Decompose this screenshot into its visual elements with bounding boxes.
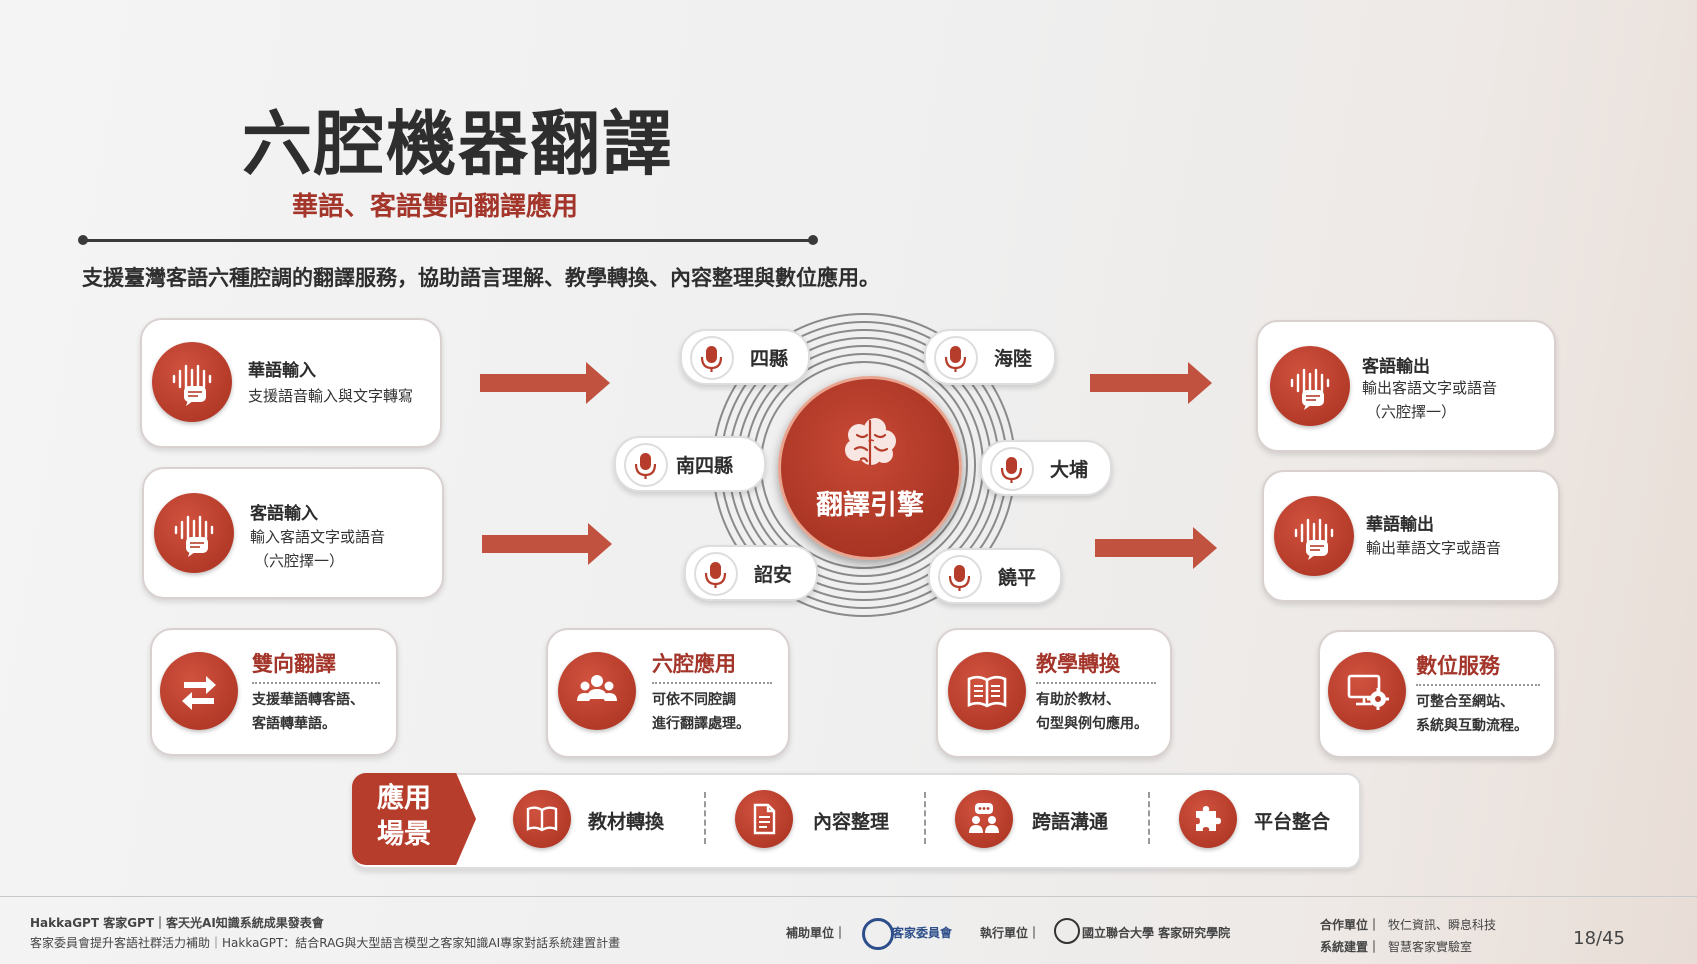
flow-arrow xyxy=(480,362,610,404)
voice-chat-icon xyxy=(1270,346,1350,426)
scenarios-tag: 應用 場景 xyxy=(352,773,476,865)
feature-title: 數位服務 xyxy=(1416,654,1500,678)
page-number: 18/45 xyxy=(1573,928,1625,949)
footer-sponsor-label: 補助單位｜ xyxy=(786,926,847,940)
footer-divider xyxy=(0,896,1697,897)
translation-engine: 翻譯引擎 xyxy=(778,376,962,560)
output-desc: 輸出華語文字或語音 xyxy=(1366,539,1502,557)
dialect-pill: 四縣 xyxy=(680,329,810,385)
scenario-label: 教材轉換 xyxy=(588,811,665,833)
feature-title: 六腔應用 xyxy=(652,652,736,676)
feature-divider xyxy=(1036,682,1156,684)
flow-arrow xyxy=(1095,527,1217,569)
page-title: 六腔機器翻譯 xyxy=(242,103,674,185)
open-book-icon xyxy=(948,652,1026,730)
feature-card-bidirectional: 雙向翻譯 支援華語轉客語、 客語轉華語。 xyxy=(150,628,398,756)
dialect-label: 四縣 xyxy=(750,348,789,370)
footer-executor-name: 國立聯合大學 客家研究學院 xyxy=(1082,926,1231,940)
voice-chat-icon xyxy=(152,342,232,422)
scenarios-tag-line: 場景 xyxy=(377,819,431,850)
engine-label: 翻譯引擎 xyxy=(816,490,924,521)
book-icon xyxy=(513,790,571,848)
feature-desc: 進行翻譯處理。 xyxy=(652,716,750,732)
monitor-gear-icon xyxy=(1328,652,1406,730)
feature-card-teaching: 教學轉換 有助於教材、 句型與例句應用。 xyxy=(936,628,1172,758)
footer-builder-label: 系統建置｜ xyxy=(1320,940,1381,954)
swap-arrows-icon xyxy=(160,652,238,730)
output-desc-note: （六腔擇一） xyxy=(1366,403,1457,421)
dialect-pill: 大埔 xyxy=(980,440,1112,496)
dialect-pill: 海陸 xyxy=(924,329,1056,385)
brain-icon xyxy=(845,418,896,467)
footer-partner-label: 合作單位｜ xyxy=(1320,918,1381,932)
group-people-icon xyxy=(558,652,636,730)
feature-divider xyxy=(652,682,772,684)
feature-desc: 系統與互動流程。 xyxy=(1416,718,1528,734)
dialect-pill: 南四縣 xyxy=(614,436,766,492)
footer-event: HakkaGPT 客家GPT｜客天光AI知識系統成果發表會 xyxy=(30,916,324,930)
footer-partner-name: 牧仁資訊、瞬息科技 xyxy=(1388,918,1497,932)
output-desc: 輸出客語文字或語音 xyxy=(1362,379,1498,397)
dialect-label: 大埔 xyxy=(1050,459,1089,481)
feature-title: 教學轉換 xyxy=(1036,652,1120,676)
microphone-icon xyxy=(938,555,982,599)
document-icon xyxy=(735,790,793,848)
feature-desc: 可依不同腔調 xyxy=(652,692,736,708)
input-desc-note: （六腔擇一） xyxy=(254,552,345,570)
output-card-hakka: 客語輸出 輸出客語文字或語音 （六腔擇一） xyxy=(1256,320,1556,452)
footer-sponsor-name: 客家委員會 xyxy=(892,926,953,940)
input-desc: 支援語音輸入與文字轉寫 xyxy=(248,387,414,405)
feature-divider xyxy=(252,682,380,684)
conversation-icon xyxy=(955,790,1013,848)
dialect-label: 饒平 xyxy=(998,567,1037,589)
page-subtitle: 華語、客語雙向翻譯應用 xyxy=(292,192,579,222)
feature-desc: 可整合至網站、 xyxy=(1416,694,1514,710)
dialect-pill: 饒平 xyxy=(928,548,1062,604)
feature-divider xyxy=(1416,684,1540,686)
input-card-hakka: 客語輸入 輸入客語文字或語音 （六腔擇一） xyxy=(142,467,444,599)
input-card-mandarin: 華語輸入 支援語音輸入與文字轉寫 xyxy=(140,318,442,448)
feature-desc: 句型與例句應用。 xyxy=(1036,716,1148,732)
scenario-label: 內容整理 xyxy=(813,811,890,833)
dialect-label: 詔安 xyxy=(754,564,793,586)
footer-builder-name: 智慧客家實驗室 xyxy=(1388,940,1473,954)
input-title: 客語輸入 xyxy=(250,504,318,524)
output-title: 華語輸出 xyxy=(1366,515,1434,535)
flow-arrow xyxy=(1090,362,1212,404)
scenario-label: 平台整合 xyxy=(1254,811,1331,833)
flow-arrow xyxy=(482,523,612,565)
title-divider xyxy=(78,235,818,245)
voice-chat-icon xyxy=(1274,496,1354,576)
output-title: 客語輸出 xyxy=(1362,357,1430,377)
feature-desc: 客語轉華語。 xyxy=(252,716,336,732)
microphone-icon xyxy=(990,447,1034,491)
scenarios-tag-line: 應用 xyxy=(377,783,431,814)
input-desc: 輸入客語文字或語音 xyxy=(250,528,386,546)
footer-executor-label: 執行單位｜ xyxy=(980,926,1041,940)
microphone-icon xyxy=(624,443,668,487)
feature-card-six-dialects: 六腔應用 可依不同腔調 進行翻譯處理。 xyxy=(546,628,790,758)
footer-project: 客家委員會提升客語社群活力補助｜HakkaGPT：結合RAG與大型語言模型之客家… xyxy=(30,936,621,950)
dialect-pill: 詔安 xyxy=(684,545,818,601)
feature-card-digital: 數位服務 可整合至網站、 系統與互動流程。 xyxy=(1318,630,1556,758)
output-card-mandarin: 華語輸出 輸出華語文字或語音 xyxy=(1262,470,1560,602)
dialect-label: 南四縣 xyxy=(676,455,734,477)
input-title: 華語輸入 xyxy=(248,361,316,381)
microphone-icon xyxy=(934,336,978,380)
microphone-icon xyxy=(694,552,738,596)
feature-desc: 有助於教材、 xyxy=(1036,692,1120,708)
intro-text: 支援臺灣客語六種腔調的翻譯服務，協助語言理解、教學轉換、內容整理與數位應用。 xyxy=(82,266,880,290)
scenario-separator xyxy=(1148,792,1150,844)
university-logo xyxy=(1054,918,1080,944)
scenario-separator xyxy=(924,792,926,844)
feature-title: 雙向翻譯 xyxy=(252,652,336,676)
dialect-label: 海陸 xyxy=(994,348,1033,370)
scenario-label: 跨語溝通 xyxy=(1032,811,1109,833)
sponsor-logo xyxy=(862,918,894,950)
feature-desc: 支援華語轉客語、 xyxy=(252,692,364,708)
scenario-separator xyxy=(704,792,706,844)
voice-chat-icon xyxy=(154,493,234,573)
puzzle-icon xyxy=(1179,790,1237,848)
microphone-icon xyxy=(690,336,734,380)
